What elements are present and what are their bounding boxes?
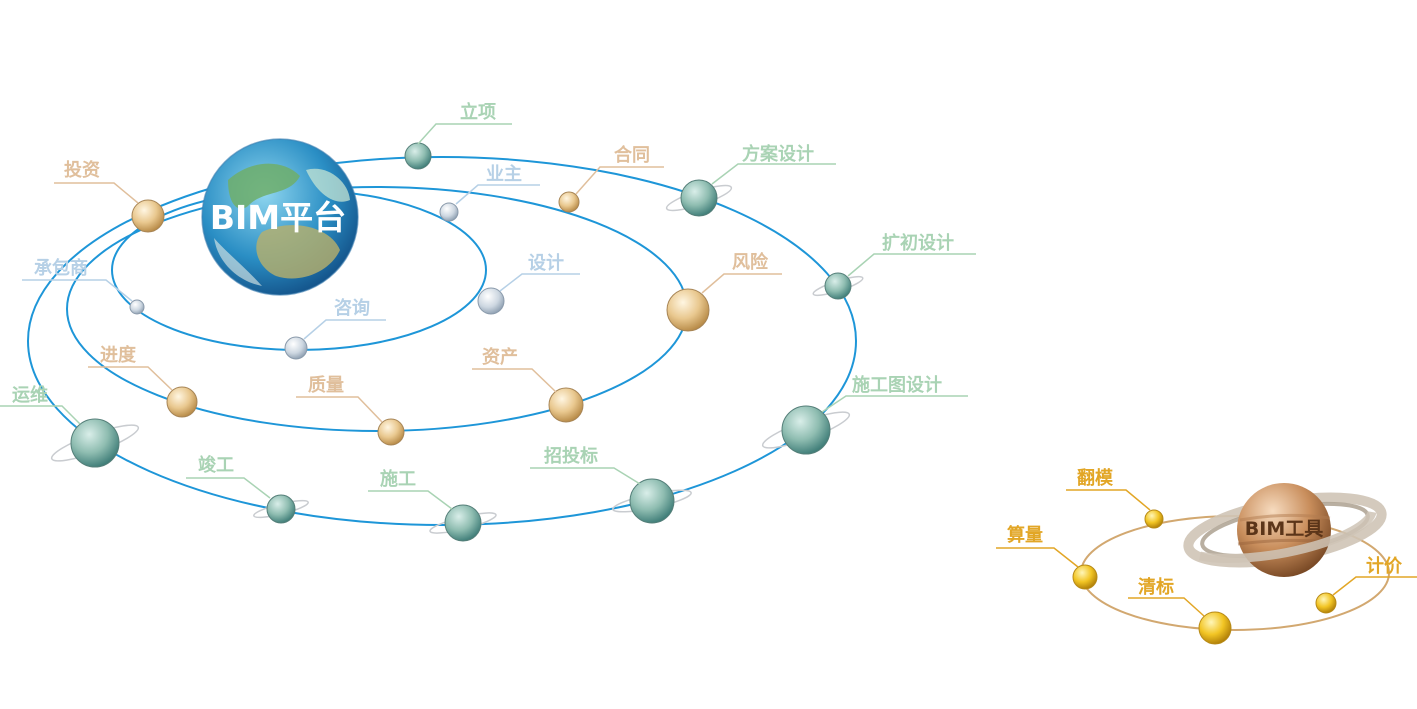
node-label-zhaotoubiao: 招投标 xyxy=(544,445,598,467)
tools-system: BIM工具 翻模 算量 清标 计价 xyxy=(996,467,1417,645)
planet-chengbaoshang xyxy=(22,279,145,315)
platform-center-label: BIM平台 xyxy=(210,198,346,237)
planet-lixiang xyxy=(404,123,512,170)
planet-qingbiao xyxy=(1128,597,1232,645)
node-label-jungong: 竣工 xyxy=(198,454,234,476)
planet-yunwei xyxy=(0,405,140,468)
earth-planet xyxy=(201,138,359,296)
node-label-zixun: 咨询 xyxy=(334,297,370,319)
platform-system: BIM平台 立项 方案设计 扩初设计 施工图设计 xyxy=(0,101,976,542)
planet-touzi xyxy=(54,182,165,233)
node-label-hetong: 合同 xyxy=(614,144,650,166)
tools-center-label: BIM工具 xyxy=(1245,518,1323,540)
planet-hetong xyxy=(558,166,664,213)
planet-jungong xyxy=(186,477,309,524)
planet-zixun xyxy=(284,319,386,360)
node-label-yunwei: 运维 xyxy=(12,384,48,406)
node-label-fangan: 方案设计 xyxy=(742,143,814,165)
node-label-shigong: 施工 xyxy=(380,468,416,490)
outer-orbit xyxy=(27,156,857,526)
planet-zichan xyxy=(472,368,584,423)
node-label-jijia: 计价 xyxy=(1366,555,1403,577)
node-label-fengxian: 风险 xyxy=(732,251,769,273)
saturn-planet xyxy=(1183,483,1387,577)
node-label-shigongtu: 施工图设计 xyxy=(852,374,942,396)
node-label-touzi: 投资 xyxy=(64,159,100,181)
planet-kuochu xyxy=(812,253,976,300)
planet-fengxian xyxy=(666,273,782,332)
node-label-kuochu: 扩初设计 xyxy=(882,232,954,254)
node-label-yezhu: 业主 xyxy=(486,163,522,185)
node-label-zichan: 资产 xyxy=(482,346,518,368)
planet-shigong xyxy=(368,490,497,542)
node-label-sheji: 设计 xyxy=(528,252,564,274)
planet-jindu xyxy=(88,366,198,418)
node-label-fanmo: 翻模 xyxy=(1077,467,1114,489)
planet-jijia xyxy=(1315,576,1417,614)
node-label-chengbaoshang: 承包商 xyxy=(34,257,88,279)
node-label-qingbiao: 清标 xyxy=(1138,576,1174,598)
planet-sheji xyxy=(477,273,580,315)
planet-zhaotoubiao xyxy=(530,467,692,524)
node-label-zhiliang: 质量 xyxy=(308,374,344,396)
node-label-lixiang: 立项 xyxy=(460,101,496,123)
node-label-suanliang: 算量 xyxy=(1007,524,1043,546)
planet-shigongtu xyxy=(761,395,968,455)
node-label-jindu: 进度 xyxy=(100,344,137,366)
planet-fangan xyxy=(665,163,836,217)
planet-suanliang xyxy=(996,547,1098,590)
planet-yezhu xyxy=(439,184,540,222)
planet-zhiliang xyxy=(296,396,405,446)
planet-fanmo xyxy=(1066,489,1164,529)
